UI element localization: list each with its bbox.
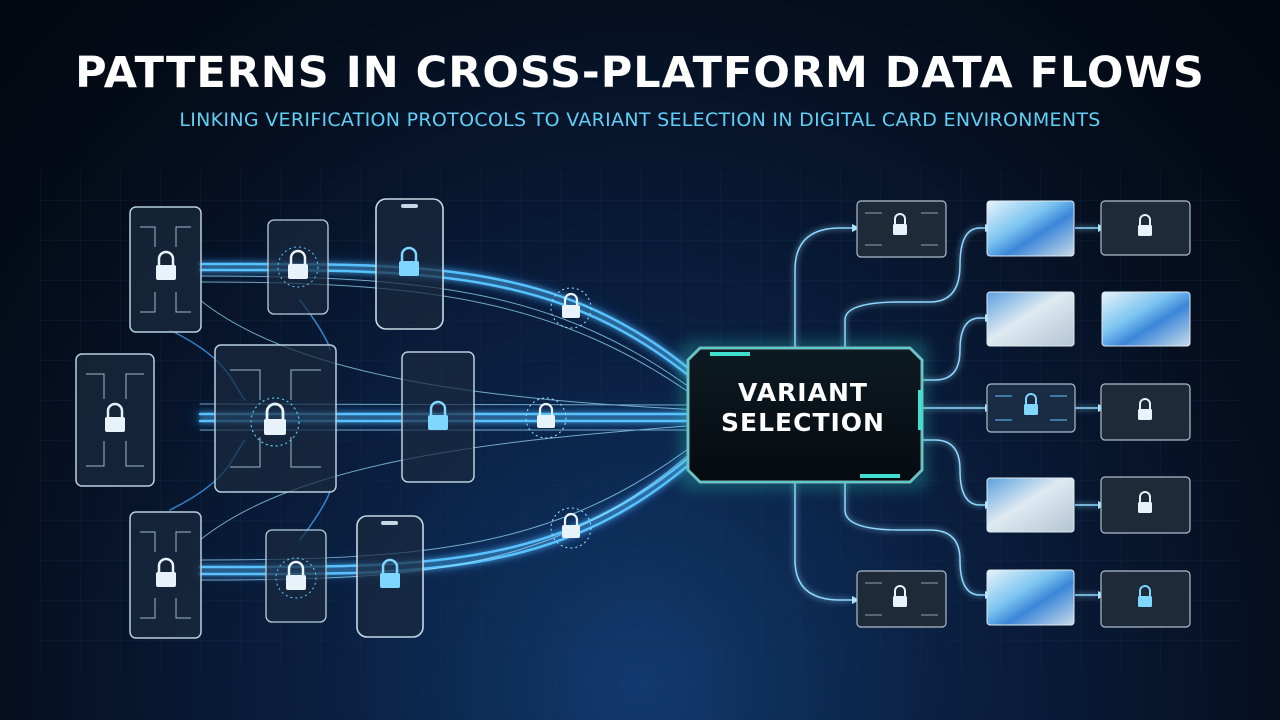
lock-icon [893, 585, 907, 607]
card-icon [986, 291, 1075, 347]
lock-icon [156, 557, 176, 587]
lock-icon [277, 246, 319, 288]
lock-icon [550, 507, 592, 549]
lock-icons [105, 246, 592, 599]
card-lock-icons [893, 213, 1152, 607]
hub-label: VARIANT SELECTION [697, 378, 909, 438]
lock-icon [399, 246, 419, 276]
variant-selection-hub [680, 340, 928, 490]
lock-icon [1138, 585, 1152, 607]
lock-icon [1138, 491, 1152, 513]
card-icon [986, 477, 1075, 533]
glossy-cards [986, 200, 1191, 626]
lock-icon [1024, 393, 1038, 415]
device-nodes [75, 198, 475, 639]
lock-icon [893, 213, 907, 235]
lock-icon [428, 400, 448, 430]
lock-icon [550, 287, 592, 329]
lock-icon [250, 397, 300, 447]
lock-icon [275, 557, 317, 599]
lock-icon [1138, 398, 1152, 420]
card-icon [986, 200, 1075, 257]
lock-icon [1138, 214, 1152, 236]
page-title: PATTERNS IN CROSS-PLATFORM DATA FLOWS [75, 48, 1205, 98]
page-subtitle: LINKING VERIFICATION PROTOCOLS TO VARIAN… [179, 109, 1101, 131]
card-icon [1101, 291, 1191, 347]
hub-label-line1: VARIANT [738, 378, 868, 407]
hub-label-line2: SELECTION [721, 408, 885, 437]
lock-icon [525, 397, 567, 439]
lock-icon [380, 558, 400, 588]
device-node [214, 344, 337, 493]
card-icon [986, 569, 1075, 626]
output-links [794, 227, 1098, 601]
lock-icon [105, 402, 125, 432]
circuit-cards [856, 200, 1191, 628]
lock-icon [156, 250, 176, 280]
